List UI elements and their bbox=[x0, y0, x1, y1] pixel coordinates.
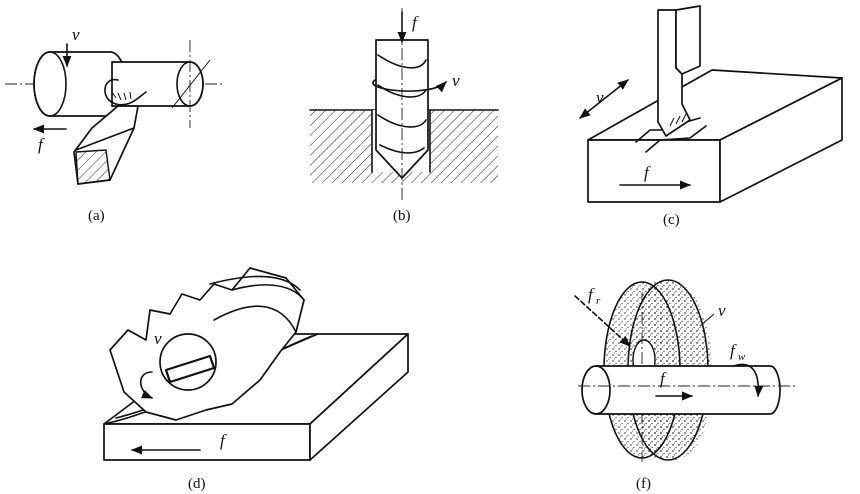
panel-d-milling: v f (d) bbox=[103, 267, 409, 492]
panel-a-turning: v f (a) bbox=[5, 25, 222, 224]
f-label: f bbox=[220, 431, 227, 450]
f-label: f bbox=[660, 369, 667, 388]
caption-d: (d) bbox=[188, 476, 206, 492]
fr-subscript: r bbox=[596, 295, 601, 307]
f-label: f bbox=[644, 163, 651, 182]
v-arrow bbox=[372, 79, 447, 93]
v-label: v bbox=[718, 301, 726, 320]
fw-label: f bbox=[730, 341, 737, 360]
caption-c: (c) bbox=[663, 212, 680, 228]
v-label: v bbox=[72, 25, 80, 44]
chip-curl bbox=[104, 78, 147, 106]
f-label: f bbox=[38, 135, 45, 154]
caption-a: (a) bbox=[88, 208, 105, 224]
panel-c-planing: v f (c) bbox=[579, 5, 843, 228]
fr-arrow bbox=[574, 295, 631, 347]
panel-b-drilling: f v (b) bbox=[309, 8, 499, 224]
v-label: v bbox=[452, 71, 460, 90]
panel-f-grinding: f r v f f w (f) bbox=[574, 279, 798, 492]
f-label: f bbox=[412, 13, 419, 32]
fw-arrow bbox=[733, 363, 764, 398]
caption-f: (f) bbox=[636, 476, 651, 492]
v-arrow bbox=[139, 371, 154, 399]
v-label: v bbox=[154, 329, 162, 348]
workpiece-shaft bbox=[595, 365, 781, 415]
fr-label: f bbox=[588, 285, 595, 304]
v-arrow bbox=[579, 79, 629, 119]
caption-b: (b) bbox=[393, 208, 411, 224]
v-label: v bbox=[596, 88, 604, 107]
fw-subscript: w bbox=[738, 351, 746, 363]
